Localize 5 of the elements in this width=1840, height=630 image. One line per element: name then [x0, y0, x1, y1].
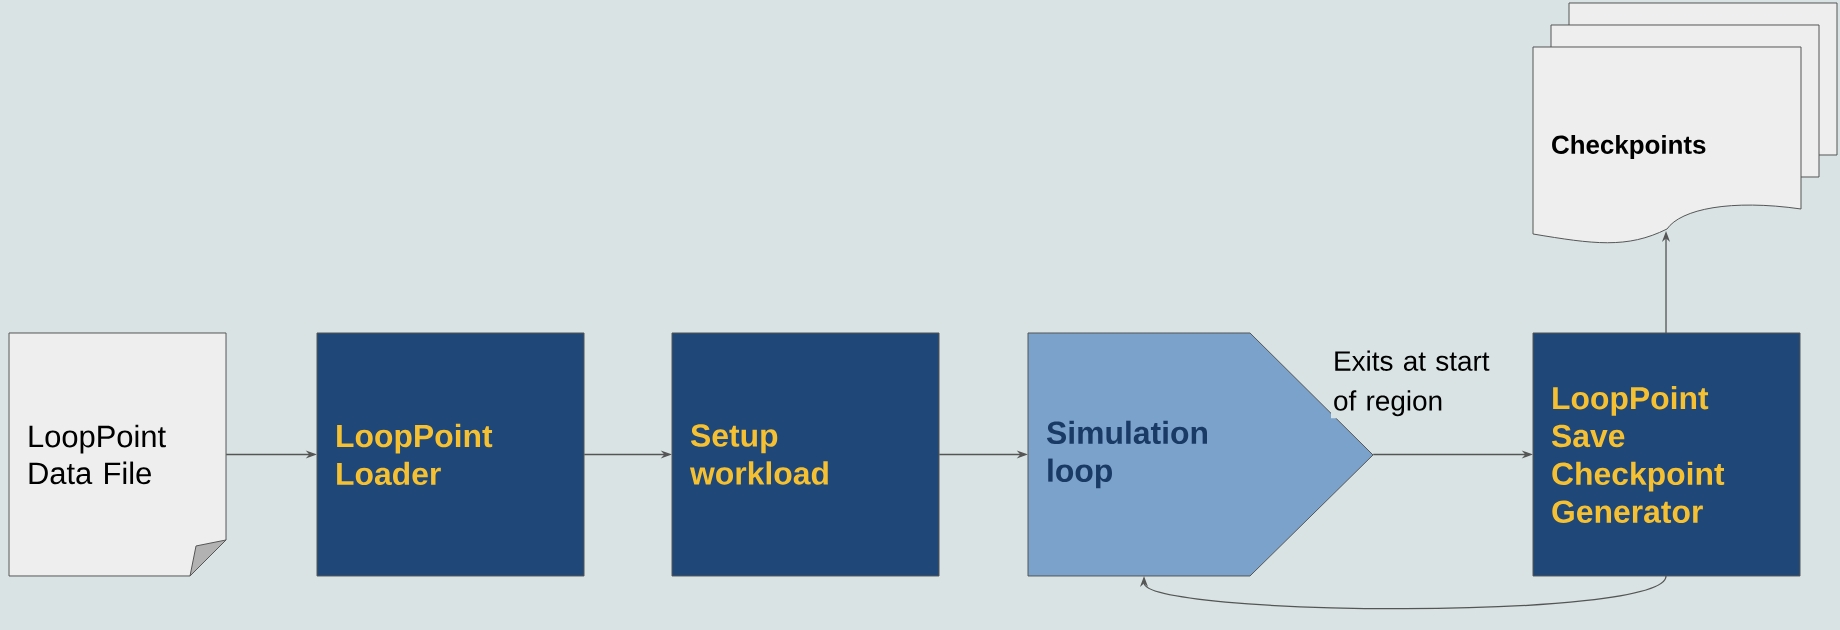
arrow	[1139, 575, 1667, 610]
process-box: LoopPoint Loader	[316, 332, 585, 577]
process-box: LoopPoint Save Checkpoint Generator	[1532, 332, 1801, 577]
edge-label: Exits at start of region	[1331, 348, 1515, 419]
process-box: Setup workload	[671, 332, 940, 577]
